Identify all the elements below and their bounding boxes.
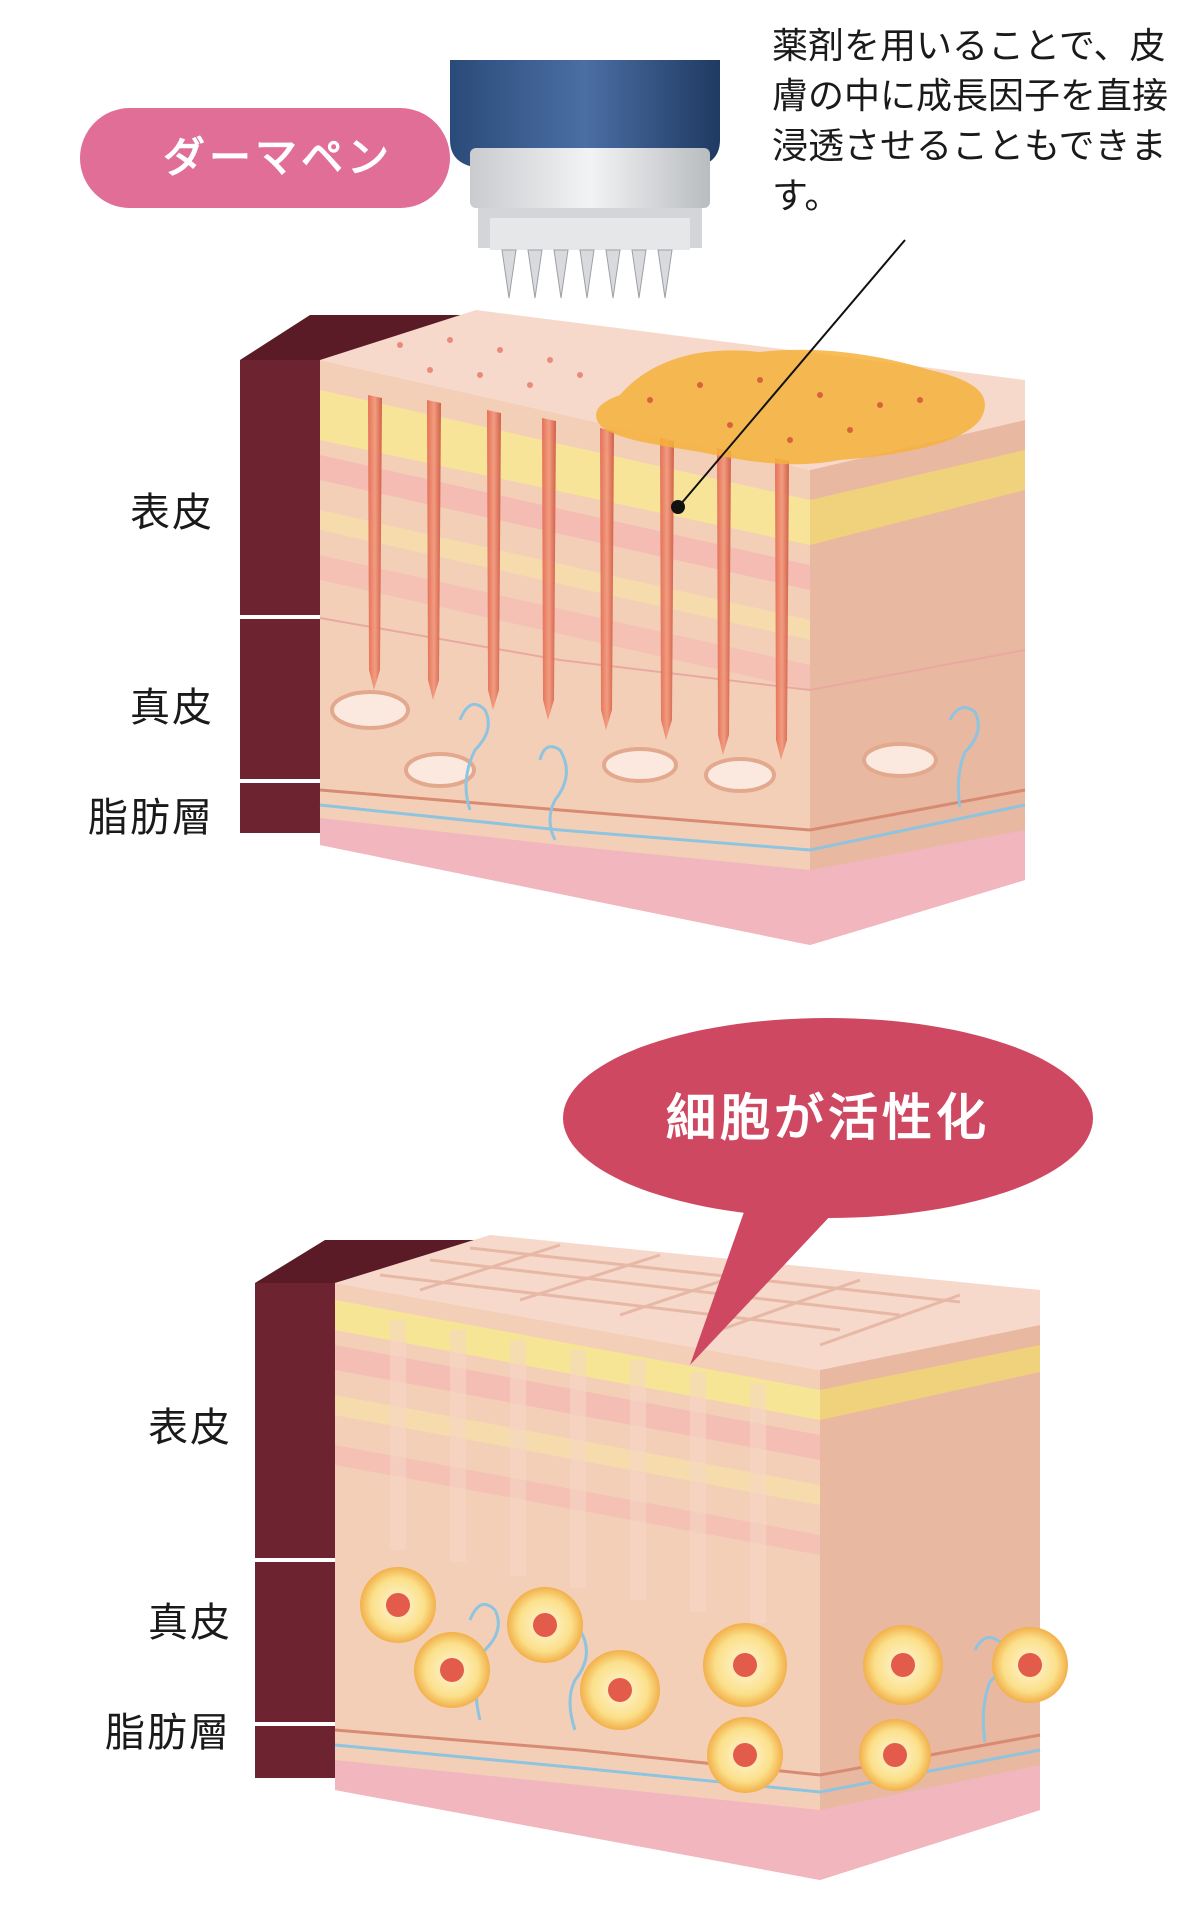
callout-line <box>679 239 906 506</box>
drug-blob <box>596 349 985 465</box>
annotation-note: 薬剤を用いることで、皮膚の中に成長因子を直接浸透させることもできます。 <box>772 26 1169 217</box>
top-dermis-cells <box>330 690 938 793</box>
device-label: ダーマペン <box>162 133 393 182</box>
callout-dot <box>671 500 685 514</box>
speech-bubble <box>563 1018 1093 1365</box>
top-epidermis-label: 表皮 <box>130 490 214 536</box>
dermapen-device <box>450 60 720 299</box>
bottom-dermis-label: 真皮 <box>148 1600 232 1646</box>
bottom-fat-layer <box>335 1760 1040 1880</box>
top-fat-label: 脂肪層 <box>88 795 214 841</box>
bottom-fat-label: 脂肪層 <box>105 1710 231 1756</box>
top-layer-bar <box>240 315 476 833</box>
top-skin-side <box>810 420 1025 945</box>
top-skin-block <box>240 239 1026 945</box>
activated-cells <box>360 1567 1068 1793</box>
top-fat-layer <box>320 818 1025 945</box>
bottom-epidermis-label: 表皮 <box>148 1405 232 1451</box>
bubble-text: 細胞が活性化 <box>666 1089 990 1147</box>
device-label-pill <box>80 108 450 208</box>
top-needle-channels <box>368 395 789 760</box>
top-dermis-label: 真皮 <box>130 685 214 731</box>
bottom-layer-bar <box>255 1240 490 1778</box>
bottom-skin-block <box>255 1235 1068 1880</box>
